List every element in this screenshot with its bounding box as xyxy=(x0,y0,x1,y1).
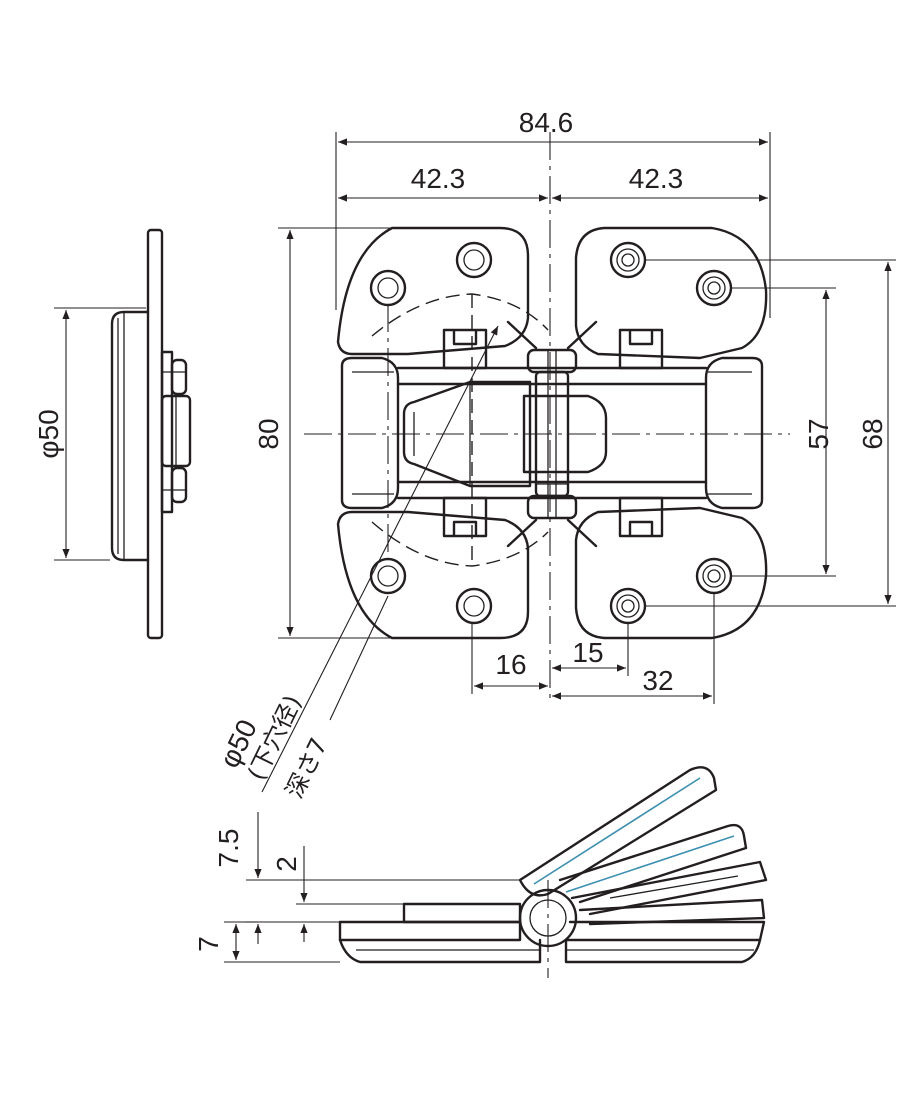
dim-lift-7-5: 7.5 xyxy=(213,829,244,868)
countersunk-hole xyxy=(695,269,733,307)
arm-left xyxy=(402,380,532,488)
plate-top-right xyxy=(574,226,768,360)
side-view: φ50 xyxy=(33,228,192,640)
dim-offset-32: 32 xyxy=(642,665,673,696)
plate-bottom-left xyxy=(336,510,530,640)
dim-half-left: 42.3 xyxy=(411,163,466,194)
plan-view xyxy=(304,132,790,702)
dim-offset-16: 16 xyxy=(495,649,526,680)
plate-top-left xyxy=(336,226,530,356)
countersunk-hole xyxy=(609,241,647,279)
dim-hole-pitch-outer: 68 xyxy=(857,418,888,449)
dim-thickness-7: 7 xyxy=(193,936,224,952)
dim-offset-15: 15 xyxy=(572,637,603,668)
mounting-hole xyxy=(369,557,407,595)
plate-left-middle xyxy=(340,356,400,510)
bore-depth-label: 深さ7 xyxy=(280,733,333,802)
dim-height: 80 xyxy=(253,418,284,449)
dim-overall-width: 84.6 xyxy=(519,107,574,138)
hinge-knuckle xyxy=(522,394,608,474)
dim-hole-pitch-inner: 57 xyxy=(803,418,834,449)
dim-half-right: 42.3 xyxy=(629,163,684,194)
plate-bottom-right xyxy=(574,506,768,640)
mounting-hole xyxy=(369,269,407,307)
mounting-hole xyxy=(455,587,493,625)
plan-dimensions: 84.6 42.3 42.3 80 57 68 16 15 32 φ xyxy=(214,107,896,803)
plate-right-middle xyxy=(704,356,764,510)
lid-outer xyxy=(518,766,718,897)
mounting-hole xyxy=(455,241,493,279)
side-diameter-label: φ50 xyxy=(33,409,64,458)
countersunk-hole xyxy=(695,557,733,595)
dim-lift-2: 2 xyxy=(271,856,302,872)
elevation-view: 7 7.5 2 xyxy=(193,766,768,978)
countersunk-hole xyxy=(609,587,647,625)
